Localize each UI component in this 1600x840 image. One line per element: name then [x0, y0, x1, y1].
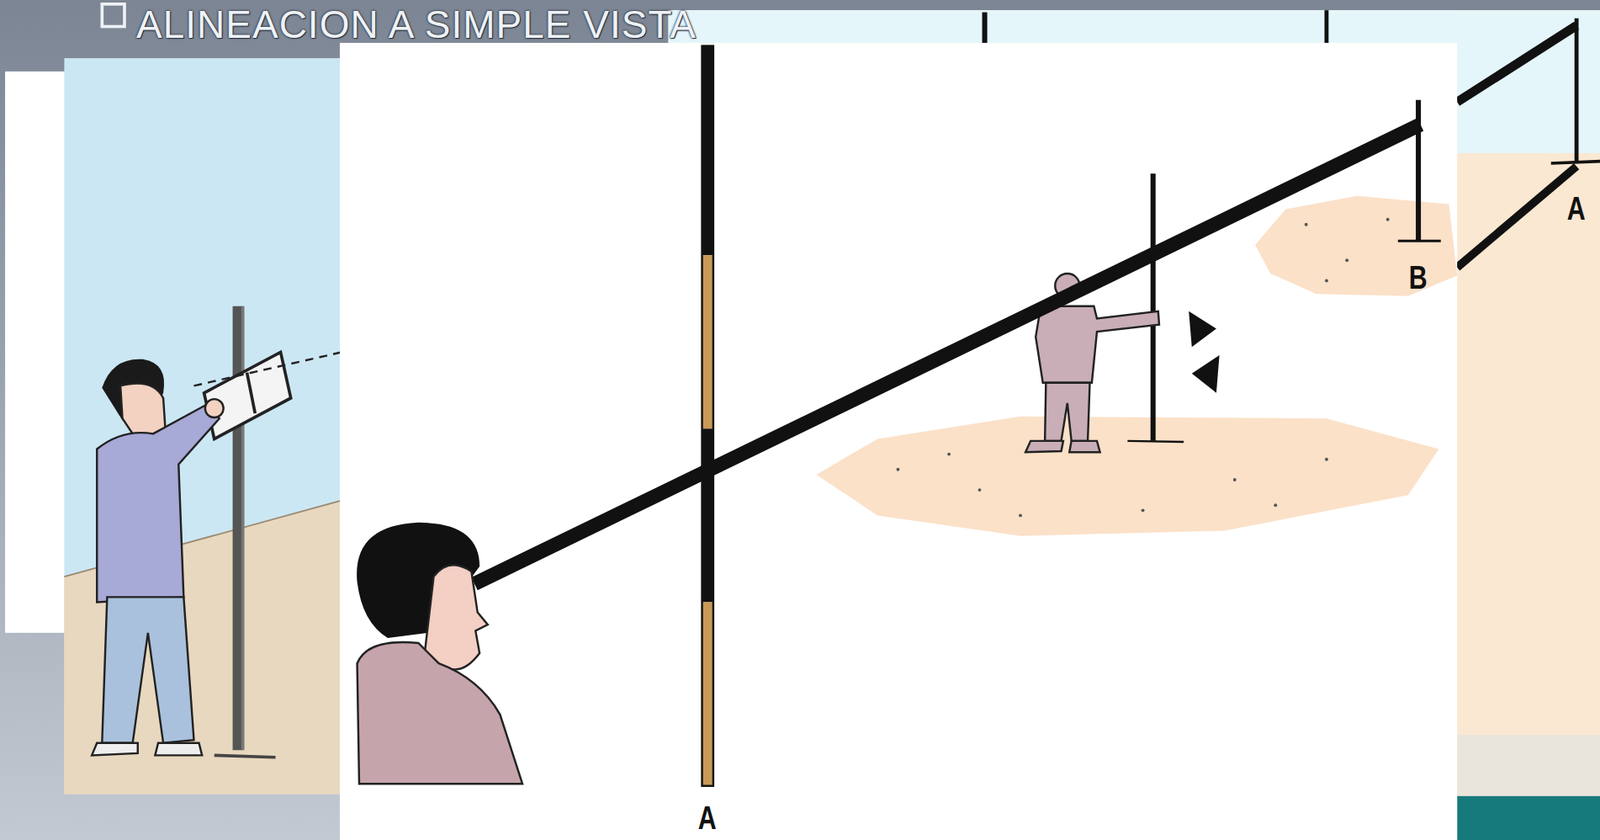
main-panel [339, 42, 1457, 840]
slide-title: ALINEACION A SIMPLE VISTA [136, 1, 697, 48]
point-label: A [695, 801, 719, 834]
point-letter: A [1567, 192, 1586, 225]
point-letter: A [698, 801, 717, 834]
teal-strip [1456, 795, 1600, 840]
point-letter: B [1409, 261, 1428, 294]
point-label: A [1564, 192, 1588, 225]
title-bullet [101, 4, 125, 27]
title-text: ALINEACION A SIMPLE VISTA [136, 1, 697, 48]
point-label: B [1406, 261, 1430, 294]
